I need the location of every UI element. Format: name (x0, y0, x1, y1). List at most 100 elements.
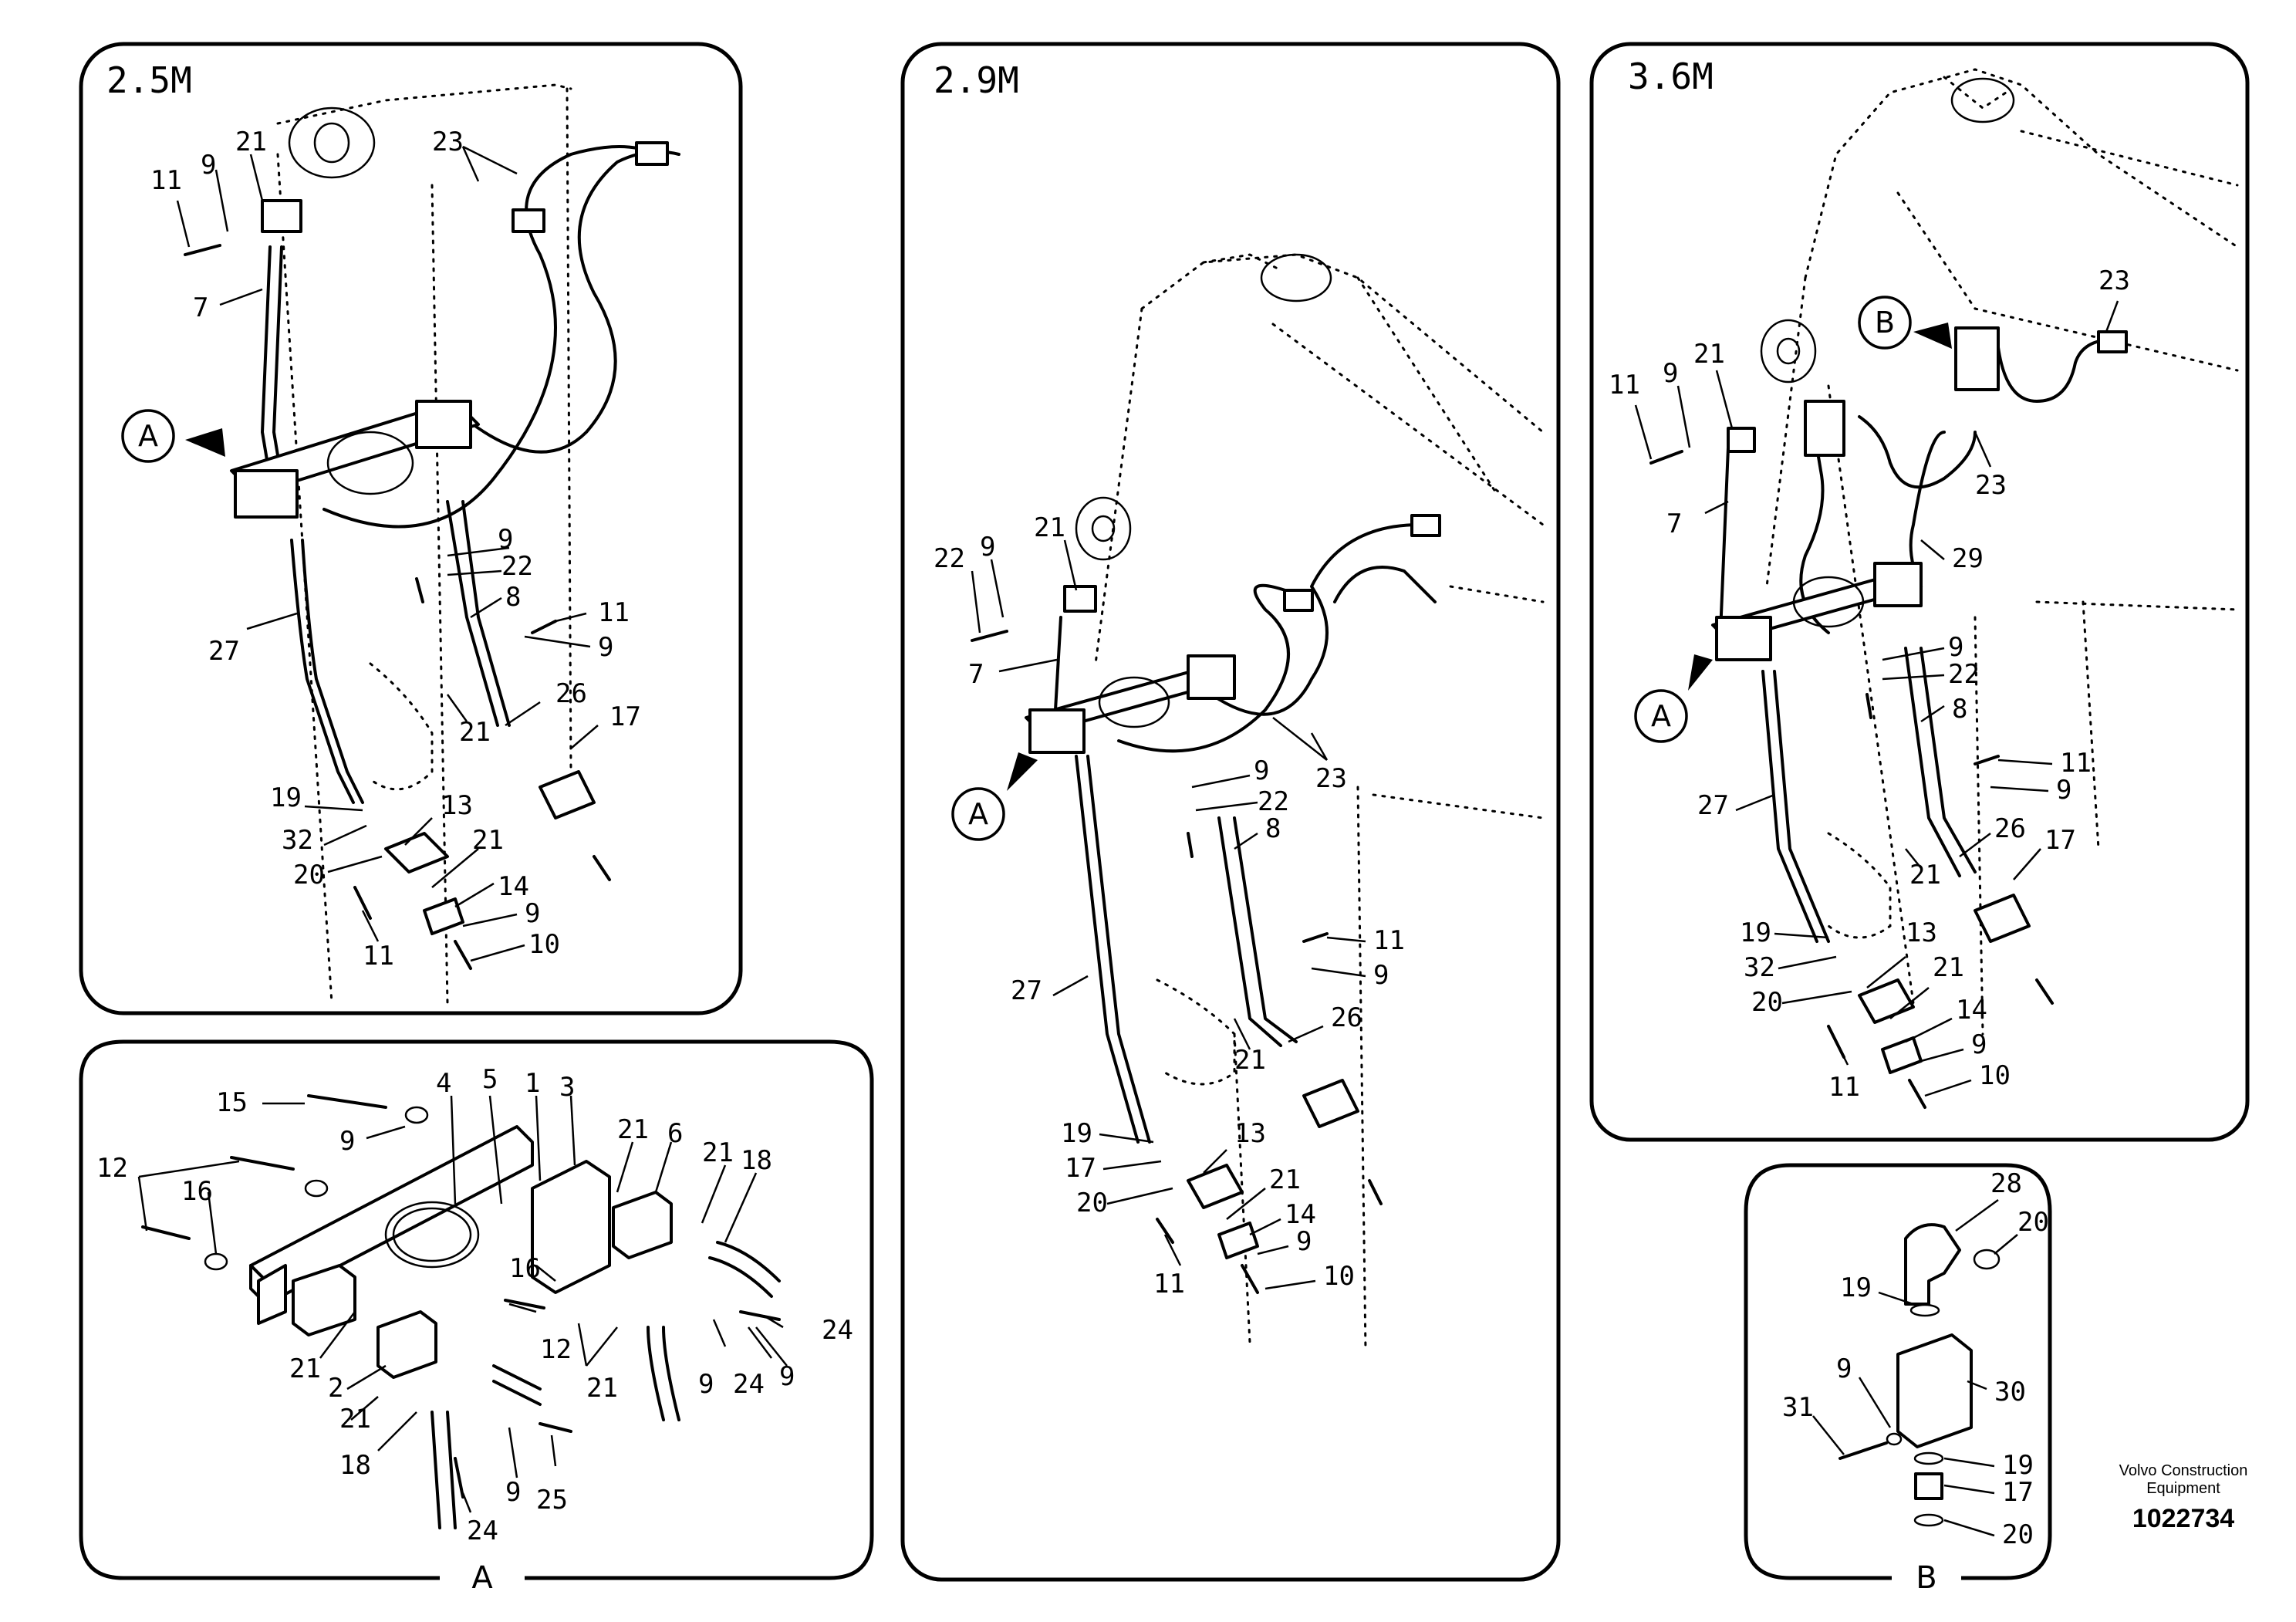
block-right (415, 400, 472, 449)
tube-7 (1054, 616, 1062, 711)
callout: 9 (779, 1361, 795, 1392)
bolt-22-mid (1187, 832, 1194, 858)
hose-23b (461, 150, 680, 454)
block-17 (1974, 894, 2031, 943)
callout: 10 (528, 929, 560, 960)
callout: 9 (1296, 1226, 1312, 1257)
bolt-24a (739, 1310, 781, 1321)
callout: 6 (667, 1118, 683, 1149)
hose-end-upper (1410, 514, 1441, 537)
elbow-28 (1904, 1223, 1961, 1306)
washer-16 (304, 1179, 329, 1198)
washer-9 (1886, 1432, 1903, 1446)
bolt-12c (504, 1299, 545, 1309)
bolt-12b (141, 1225, 191, 1240)
hose-end-upper (635, 141, 669, 166)
callout: 16 (181, 1176, 213, 1207)
callout: 22 (501, 551, 533, 582)
bolt-11-top (184, 244, 221, 256)
detail-label: A (471, 1560, 493, 1596)
hose-27 (301, 539, 364, 804)
panel-frame (79, 42, 743, 1015)
panel-title: 2.5M (106, 59, 192, 101)
view-a-letter: A (968, 797, 988, 831)
callout: 11 (363, 941, 394, 972)
bolt-11-mid (1974, 755, 2000, 765)
callout: 8 (505, 582, 521, 613)
callout: 19 (1061, 1118, 1092, 1149)
bolt-11-top (1649, 450, 1683, 465)
callout: 21 (702, 1137, 734, 1168)
callout: 1 (525, 1068, 540, 1099)
callout: 17 (2044, 825, 2076, 856)
callout: 9 (2056, 775, 2071, 806)
callout: 21 (586, 1373, 618, 1404)
callout: 23 (1315, 763, 1347, 794)
fitting-21 (492, 1364, 542, 1406)
view-a-bubble (1634, 689, 1688, 743)
callout: 19 (2002, 1450, 2034, 1481)
drawing-number: 1022734 (2132, 1504, 2235, 1533)
block-21 (292, 1264, 356, 1336)
view-b-letter: B (1875, 306, 1895, 340)
callout: 22 (1948, 659, 1980, 690)
callout: 16 (509, 1253, 541, 1284)
callout: 9 (698, 1369, 714, 1400)
hose-23a (1117, 583, 1305, 753)
panel-title: 3.6M (1628, 56, 1714, 97)
callout: 21 (1234, 1045, 1266, 1076)
block-30 (1896, 1333, 1973, 1448)
pipe-26 (446, 500, 499, 727)
bolt-lower (2035, 978, 2054, 1005)
callout: 21 (1693, 339, 1725, 370)
view-a-bubble (121, 409, 175, 463)
o-ring-19-bottom (1913, 1451, 1944, 1465)
callout: 24 (822, 1315, 853, 1346)
callout: 11 (150, 165, 182, 196)
block-left (1028, 708, 1086, 754)
callout: 8 (1265, 813, 1281, 844)
callout: 22 (934, 543, 965, 574)
callout: 27 (1011, 975, 1042, 1006)
hose-23c (1333, 566, 1437, 603)
hose-27-edge (290, 539, 355, 804)
callout: 21 (1034, 512, 1065, 543)
block-left (234, 469, 299, 519)
boom-outline (1075, 253, 1545, 1352)
callout: 10 (1979, 1060, 2011, 1091)
view-a-arrow (185, 428, 225, 457)
view-a-arrow (1007, 752, 1038, 791)
view-b-bubble (1858, 296, 1912, 350)
clamp-ring (326, 431, 414, 495)
callout: 19 (270, 782, 302, 813)
pipe-26 (1904, 647, 1961, 877)
brand-subname: Equipment (2146, 1480, 2220, 1497)
clamp-5 (384, 1201, 480, 1269)
bolt-10 (454, 940, 472, 970)
callout: 7 (193, 292, 208, 323)
view-b-arrow (1913, 323, 1952, 349)
hose-18a (708, 1241, 781, 1298)
bolt-31 (1838, 1441, 1888, 1460)
hose-27 (1773, 670, 1830, 943)
callout: 19 (1740, 917, 1771, 948)
block-13 (1187, 1164, 1244, 1209)
clip-top (261, 199, 302, 233)
callout: 12 (96, 1153, 128, 1184)
clamp-ring (1098, 676, 1170, 728)
callout: 29 (1952, 543, 1984, 574)
callout: 23 (432, 127, 464, 157)
callout: 7 (968, 659, 984, 690)
bolt-11 (353, 886, 372, 920)
fitting-17 (1914, 1472, 1943, 1500)
bolt-22 (415, 577, 424, 603)
callout: 13 (1234, 1118, 1266, 1149)
detail-frame (79, 1039, 874, 1580)
callout: 26 (1994, 813, 2026, 844)
callout: 9 (1373, 960, 1389, 991)
hose-end-upper (2097, 330, 2128, 353)
callout: 9 (1836, 1353, 1852, 1384)
boom-outline (1760, 68, 2239, 1036)
callout: 9 (525, 898, 540, 929)
panel-2-9m: 2.9M (900, 42, 1561, 1582)
